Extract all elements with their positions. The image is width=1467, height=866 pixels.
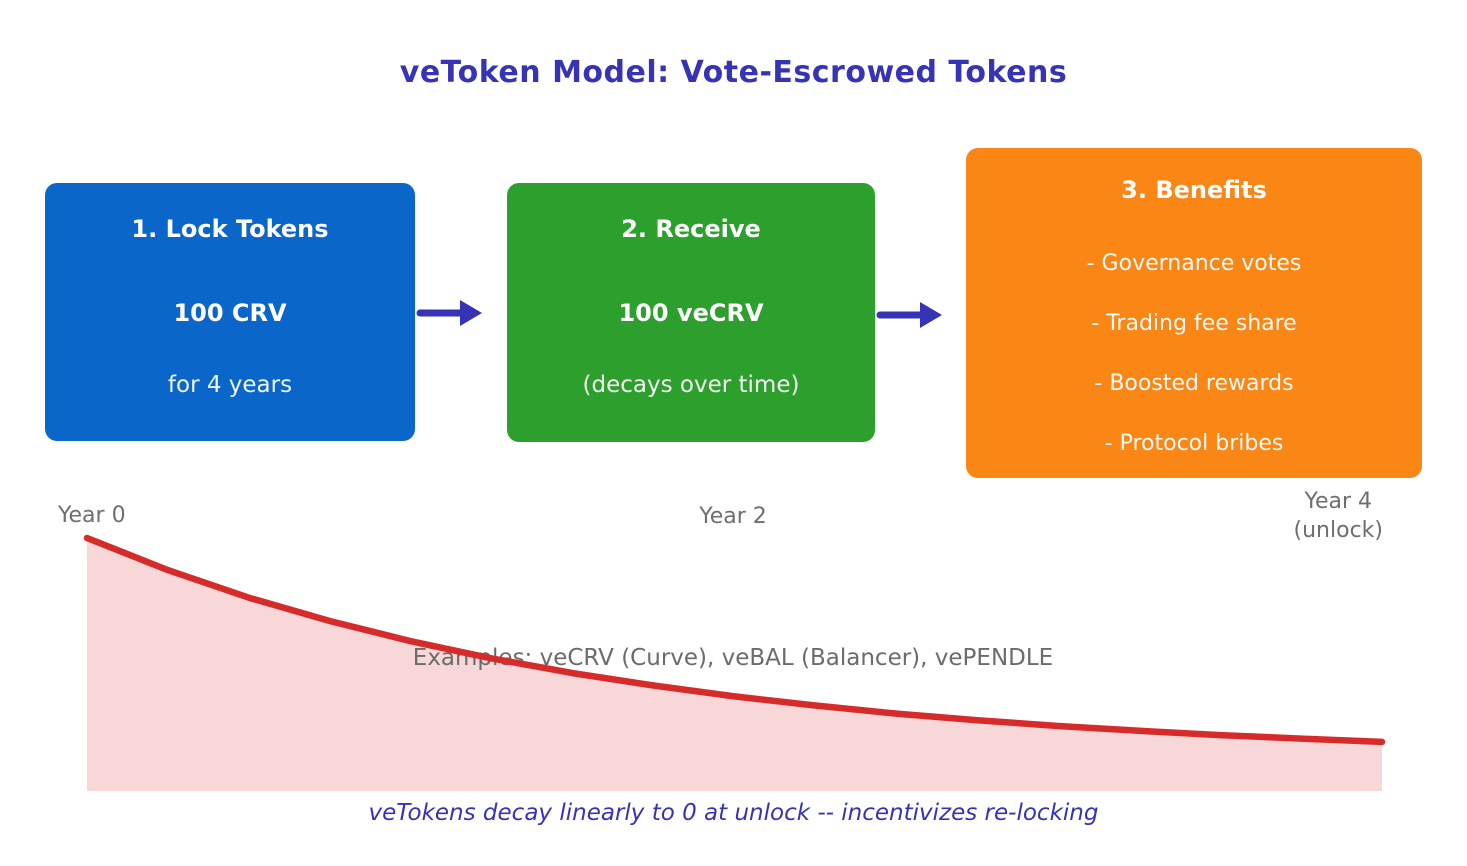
arrow-right-icon — [876, 302, 942, 328]
benefit-item: - Protocol bribes — [1104, 431, 1284, 456]
benefit-item: - Governance votes — [1086, 251, 1302, 276]
step-note: for 4 years — [167, 372, 293, 398]
benefit-list: - Governance votes - Trading fee share -… — [966, 234, 1422, 474]
step-box-benefits: 3. Benefits - Governance votes - Trading… — [966, 148, 1422, 478]
step-box-lock-tokens: 1. Lock Tokens 100 CRV for 4 years — [45, 183, 415, 441]
step-box-receive: 2. Receive 100 veCRV (decays over time) — [507, 183, 875, 442]
examples-text: Examples: veCRV (Curve), veBAL (Balancer… — [412, 645, 1054, 671]
step-value: 100 veCRV — [618, 299, 764, 327]
benefit-item: - Boosted rewards — [1094, 371, 1294, 396]
step-title: 1. Lock Tokens — [131, 215, 329, 243]
caption-text: veTokens decay linearly to 0 at unlock -… — [368, 800, 1099, 826]
step-title: 3. Benefits — [1121, 176, 1267, 204]
benefit-item: - Trading fee share — [1091, 311, 1297, 336]
timeline-label-year4-line2: (unlock) — [1293, 518, 1383, 543]
decay-curve — [83, 534, 1386, 746]
arrow-head — [920, 302, 942, 328]
step-note: (decays over time) — [582, 372, 800, 398]
timeline-label-year4: Year 4 (unlock) — [1294, 487, 1383, 545]
step-title: 2. Receive — [621, 215, 761, 243]
step-value: 100 CRV — [173, 299, 287, 327]
arrow-head — [460, 300, 482, 326]
page-title: veToken Model: Vote-Escrowed Tokens — [399, 55, 1068, 90]
timeline-label-year0: Year 0 — [58, 503, 126, 528]
arrow-right-icon — [416, 300, 482, 326]
timeline-label-year4-line1: Year 4 — [1304, 489, 1373, 514]
timeline-label-year2: Year 2 — [699, 504, 767, 529]
